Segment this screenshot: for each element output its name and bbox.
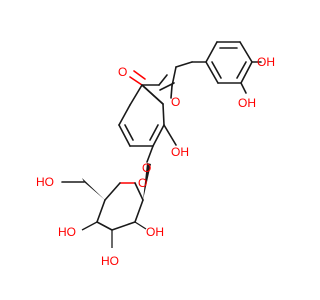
c2-oh-label: OH [146, 225, 164, 239]
molecule-structure: O O OH OH OH O O HO HO HO OH [36, 41, 275, 268]
ch2oh-label: HO [36, 175, 54, 189]
glycosidic-bond [146, 145, 154, 163]
glycosidic-o-label: O [142, 161, 151, 175]
methylidene-bridge [175, 61, 207, 68]
c7-oh-bond [163, 124, 177, 146]
catechol-oh-bonds [240, 61, 262, 94]
furan-o-label: O [171, 95, 180, 109]
sugar-oh-bonds [81, 221, 147, 248]
c1-glycosidic-wedge [143, 163, 151, 200]
glucose-ring [96, 182, 144, 231]
catechol-oh-bottom-label: OH [238, 96, 256, 110]
c7-oh-label: OH [171, 145, 189, 159]
c6-ch2-bond [61, 178, 105, 200]
benzene-ring [118, 84, 165, 147]
ring-o-label: O [138, 176, 147, 190]
catechol-ring [205, 41, 253, 84]
c4-oh-label: HO [58, 225, 76, 239]
c3-oh-label: HO [101, 254, 119, 268]
catechol-oh-top-label: OH [257, 55, 275, 69]
furanone-ring [129, 66, 177, 105]
ketone-o-label: O [118, 65, 127, 79]
